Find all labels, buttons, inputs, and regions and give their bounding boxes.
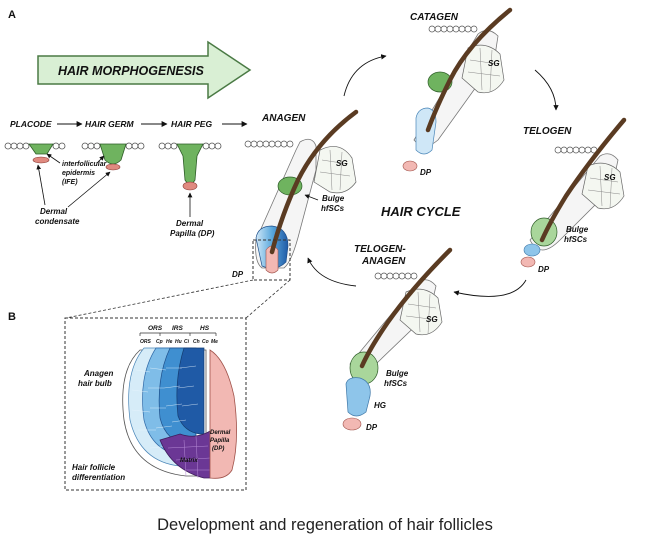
- telogen-follicle-illustration: [520, 117, 627, 268]
- bulb-group-label-irs: IRS: [172, 325, 184, 332]
- pointer-ife-right: [96, 155, 105, 164]
- stage-label-telogen: TELOGEN: [523, 126, 572, 137]
- anagen-sg-label: SG: [336, 159, 348, 168]
- bulb-layer-label-cp: Cp: [156, 339, 163, 345]
- bulb-title: Anagen hair bulb: [78, 369, 116, 388]
- pointer-anagen-bulge: [304, 194, 319, 201]
- hair-germ-illustration: [81, 142, 145, 171]
- anagen-follicle-illustration: [244, 109, 359, 274]
- bulb-layer-label-me: Me: [211, 339, 218, 345]
- zoom-line-right: [245, 279, 291, 319]
- telogen-anagen-sg-label: SG: [426, 315, 438, 324]
- bulb-group-label-ors: ORS: [148, 325, 163, 332]
- anagen-dp-label: DP: [232, 270, 244, 279]
- cycle-arrow-telogen-anagen-to-anagen: [307, 257, 357, 287]
- bulb-layer-label-ch: Ch: [193, 339, 200, 345]
- cycle-arrow-catagen-to-telogen: [534, 69, 559, 111]
- stage-label-placode: PLACODE: [10, 119, 52, 129]
- catagen-follicle-illustration: [402, 7, 513, 172]
- bulb-group-bracket: [139, 332, 217, 336]
- zoom-line-left: [65, 279, 254, 319]
- bulb-dermal-papilla-label: Dermal Papilla (DP): [210, 430, 232, 452]
- cycle-arrow-telogen-to-telogen-anagen: [453, 279, 527, 297]
- bulb-layer-label-co: Co: [202, 339, 209, 345]
- telogen-sg-label: SG: [604, 173, 616, 182]
- placode-illustration: [4, 142, 66, 164]
- hair-peg-illustration: [158, 142, 222, 191]
- morphogenesis-banner-arrow: [37, 40, 252, 100]
- bulb-layer-label-hu: Hu: [175, 339, 182, 345]
- pointer-dermal-condensate-left: [36, 164, 46, 206]
- bulb-layer-label-he: He: [166, 339, 173, 345]
- bulb-matrix-label: Matrix: [180, 458, 198, 464]
- label-ife: interfollicular epidermis (IFE): [62, 161, 108, 186]
- telogen-anagen-dp-label: DP: [366, 423, 378, 432]
- label-dermal-condensate: Dermal condensate: [35, 207, 80, 226]
- stage-label-hair-germ: HAIR GERM: [85, 119, 135, 129]
- stage-label-anagen: ANAGEN: [261, 113, 306, 124]
- catagen-dp-label: DP: [420, 168, 432, 177]
- telogen-anagen-follicle-illustration: [342, 247, 453, 431]
- telogen-anagen-hg-label: HG: [374, 401, 386, 410]
- panel-label-b: B: [8, 311, 16, 323]
- pointer-ife-left: [46, 153, 61, 164]
- anagen-bulge-label: Bulge hfSCs: [321, 194, 346, 213]
- hair-cycle-title: HAIR CYCLE: [381, 204, 461, 219]
- stage-label-catagen: CATAGEN: [410, 12, 459, 23]
- bulb-layer-label-ci: Ci: [184, 339, 190, 345]
- panel-label-a: A: [8, 9, 16, 21]
- label-dermal-papilla-peg: Dermal Papilla (DP): [170, 219, 215, 238]
- bulb-group-label-hs: HS: [200, 325, 210, 332]
- cycle-arrow-anagen-to-catagen: [343, 54, 387, 97]
- bulb-differentiation-label: Hair follicle differentiation: [72, 463, 125, 482]
- catagen-sg-label: SG: [488, 59, 500, 68]
- figure-caption: Development and regeneration of hair fol…: [157, 516, 493, 534]
- telogen-bulge-label: Bulge hfSCs: [564, 225, 590, 244]
- bulb-layer-label-ors: ORS: [140, 339, 152, 345]
- morphogenesis-banner-label: HAIR MORPHOGENESIS: [58, 64, 205, 78]
- telogen-anagen-bulge-label: Bulge hfSCs: [384, 369, 410, 388]
- telogen-dp-label: DP: [538, 265, 550, 274]
- stage-label-hair-peg: HAIR PEG: [171, 119, 212, 129]
- anagen-bulb-illustration: [122, 347, 237, 479]
- stage-label-telogen-anagen: TELOGEN- ANAGEN: [354, 244, 408, 267]
- pointer-dermal-condensate-right: [67, 171, 111, 208]
- zoom-region-box: [252, 239, 291, 281]
